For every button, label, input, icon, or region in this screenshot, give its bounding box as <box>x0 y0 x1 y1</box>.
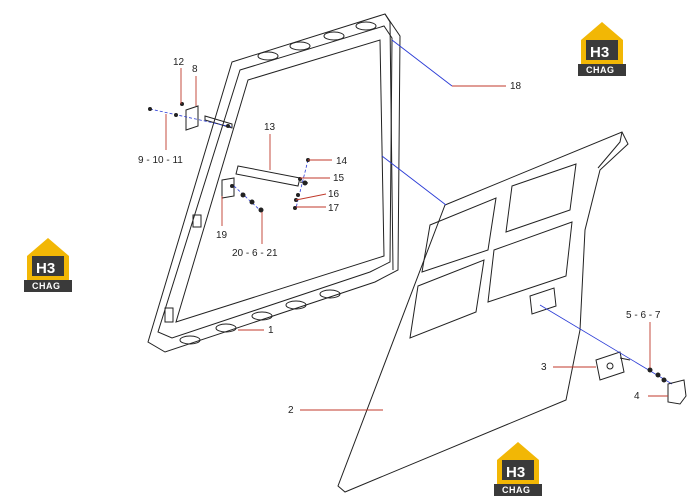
callout-8: 8 <box>192 64 198 75</box>
logo-subtext: CHAG <box>586 65 615 75</box>
side-panel <box>337 131 629 493</box>
logo-text: H3 <box>506 464 525 481</box>
logo-watermark-left: H3 CHAG <box>24 238 72 292</box>
logo-text: H3 <box>590 44 609 61</box>
door-frame <box>147 13 401 353</box>
strut-hardware <box>293 158 310 210</box>
callout-20-6-21: 20 - 6 - 21 <box>232 248 278 259</box>
callout-15: 15 <box>333 173 345 184</box>
callout-9-10-11: 9 - 10 - 11 <box>138 155 183 166</box>
logo-subtext: CHAG <box>502 485 531 495</box>
callout-14: 14 <box>336 156 348 167</box>
leader-lines <box>165 68 668 411</box>
callout-12: 12 <box>173 57 185 68</box>
callout-13: 13 <box>264 122 276 133</box>
bracket-bolts <box>233 185 264 213</box>
callout-4: 4 <box>634 391 640 402</box>
logo-subtext: CHAG <box>32 281 61 291</box>
callout-labels: 1 2 3 4 8 12 13 14 15 16 17 18 19 9 - 10… <box>138 57 661 416</box>
logo-watermark-top-right: H3 CHAG <box>578 22 626 76</box>
callout-18: 18 <box>510 81 522 92</box>
callout-17: 17 <box>328 203 340 214</box>
callout-19: 19 <box>216 230 228 241</box>
callout-2: 2 <box>288 405 294 416</box>
callout-16: 16 <box>328 189 340 200</box>
callout-3: 3 <box>541 362 547 373</box>
callout-5-6-7: 5 - 6 - 7 <box>626 310 661 321</box>
logo-text: H3 <box>36 260 55 277</box>
callout-1: 1 <box>268 325 274 336</box>
gas-strut <box>221 165 309 199</box>
hinge-assembly <box>148 102 233 131</box>
latch-and-handle <box>539 304 687 405</box>
logo-watermark-bottom: H3 CHAG <box>494 442 542 496</box>
